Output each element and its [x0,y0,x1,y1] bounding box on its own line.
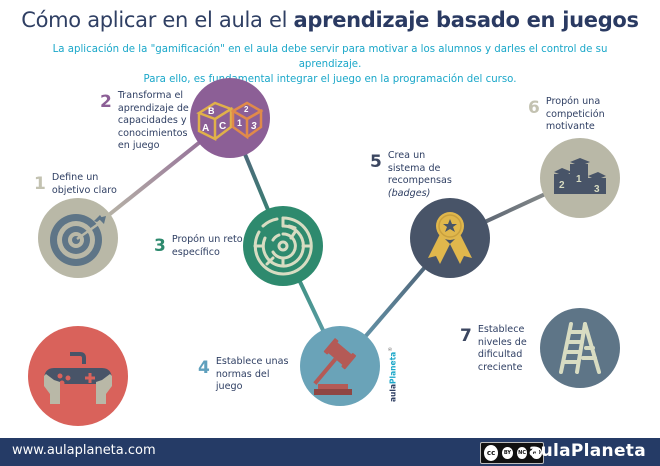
subtitle-line-2: Para ello, es fundamental integrar el ju… [143,74,517,85]
dice-icon: B A C 2 1 3 [196,101,264,142]
nd-icon: ND [530,446,543,460]
step-6-node: 2 1 3 [540,138,620,218]
gamepad-node [28,326,128,426]
step-text: Propón una competición motivante [545,96,605,132]
maze-icon [253,216,313,276]
website-link[interactable]: www.aulaplaneta.com [12,443,156,458]
aulaplaneta-vertical-logo: aulaPlaneta® [388,346,398,402]
step-number: 2 [100,92,112,112]
step-text: Transforma el aprendizaje de capacidades… [117,90,189,151]
page-title: Cómo aplicar en el aula el aprendizaje b… [21,8,639,32]
svg-text:2: 2 [244,105,249,114]
svg-text:3: 3 [594,184,600,195]
step-6-label: 6 Propón una competición motivante [528,96,616,134]
step-1-label: 1 Define un objetivo claro [34,172,128,197]
by-icon: BY [501,446,514,460]
step-3-node [243,206,323,286]
step-5-node [410,198,490,278]
nc-icon: NC [515,446,529,460]
step-text: Crea un sistema de recompensas(badges) [387,150,452,199]
svg-text:1: 1 [576,174,582,185]
target-icon [50,214,106,266]
cc-icon: cc [483,444,500,462]
step-5-label: 5 Crea un sistema de recompensas(badges) [370,150,466,200]
footer: www.aulaplaneta.com cc BY NC ND aulaPlan… [0,438,660,466]
step-3-label: 3 Propón un reto específico [154,234,244,259]
step-number: 5 [370,152,382,172]
podium-icon: 2 1 3 [554,158,606,195]
brand-logo: aulaPlaneta [528,441,646,461]
step-number: 6 [528,98,540,118]
ladder-icon [559,322,601,374]
step-text: Establece unas normas del juego [215,356,289,392]
svg-text:A: A [202,123,209,134]
svg-text:2: 2 [559,180,565,191]
gavel-icon [313,338,357,395]
subtitle: La aplicación de la "gamificación" en el… [20,42,640,87]
step-number: 7 [460,326,472,346]
step-7-node [540,308,620,388]
step-2-label: 2 Transforma el aprendizaje de capacidad… [100,90,190,153]
step-number: 3 [154,236,166,256]
step-1-node [38,198,118,278]
step-7-label: 7 Establece niveles de dificultad crecie… [460,324,528,374]
gamepad-icon [44,352,112,404]
cc-license-badge[interactable]: cc BY NC ND [480,442,544,464]
subtitle-line-1: La aplicación de la "gamificación" en el… [52,44,608,70]
step-number: 4 [198,358,210,378]
step-2-node: B A C 2 1 3 [190,78,270,158]
step-4-node [300,326,380,406]
step-text: Establece niveles de dificultad crecient… [477,324,527,373]
svg-text:C: C [219,121,226,132]
step-text: Define un objetivo claro [51,172,117,196]
svg-text:B: B [208,106,215,116]
svg-text:3: 3 [251,121,257,132]
badge-icon [428,212,472,264]
svg-text:1: 1 [237,118,242,128]
step-text: Propón un reto específico [171,234,243,258]
step-4-label: 4 Establece unas normas del juego [198,356,296,394]
step-number: 1 [34,174,46,194]
